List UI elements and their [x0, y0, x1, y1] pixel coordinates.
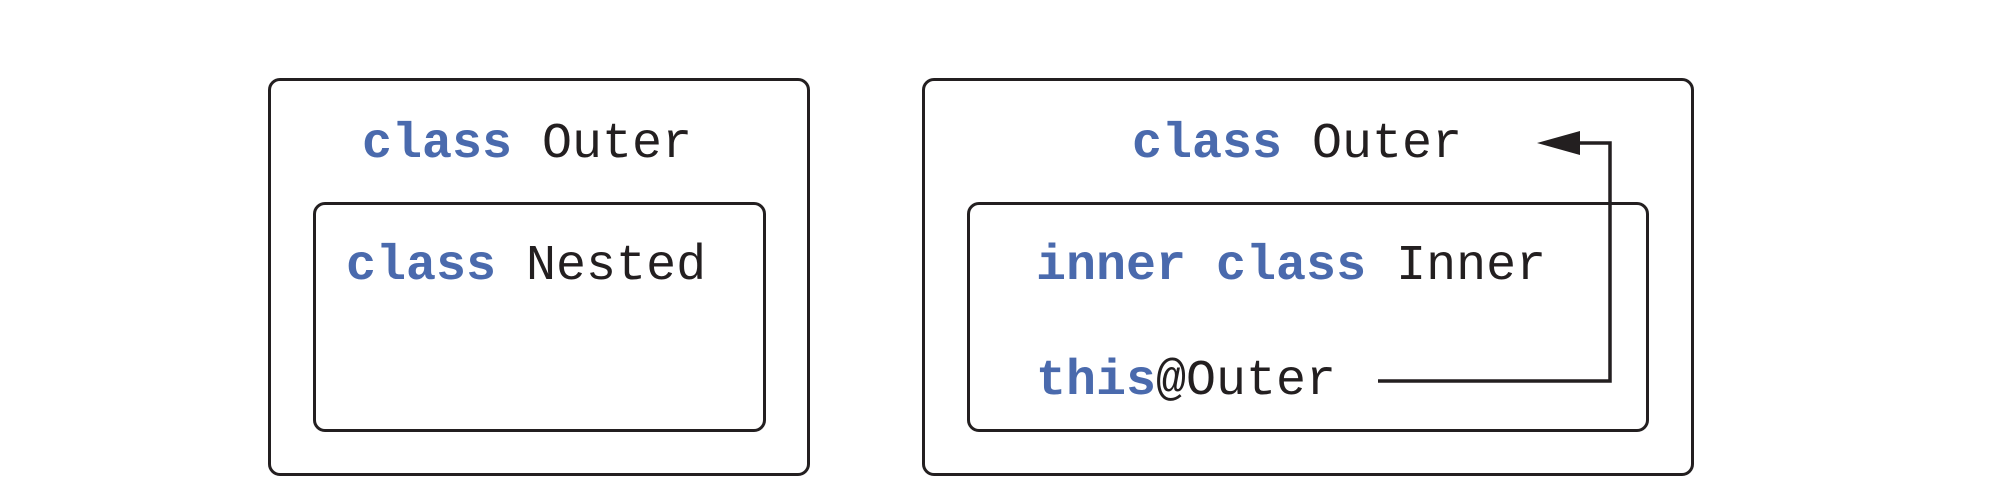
inner-class-label: inner class Inner	[1036, 242, 1546, 292]
class-keyword: class	[1132, 116, 1283, 173]
class-keyword: class	[362, 116, 513, 173]
class-keyword: class	[346, 238, 497, 295]
inner-keyword: inner	[1036, 238, 1187, 295]
inner-class-name: Inner	[1396, 238, 1547, 295]
nested-class-label: class Nested	[346, 242, 706, 292]
nested-class-name: Nested	[526, 238, 707, 295]
class-keyword: class	[1216, 238, 1367, 295]
outer-class-name: Outer	[542, 116, 693, 173]
outer-class-label-right: class Outer	[1132, 120, 1462, 170]
outer-class-label-left: class Outer	[362, 120, 692, 170]
outer-class-name: Outer	[1312, 116, 1463, 173]
outer-this-reference: this@Outer	[1036, 357, 1336, 407]
this-keyword: this	[1036, 353, 1157, 410]
nested-class-box	[313, 202, 766, 432]
outer-label-reference: @Outer	[1156, 353, 1337, 410]
